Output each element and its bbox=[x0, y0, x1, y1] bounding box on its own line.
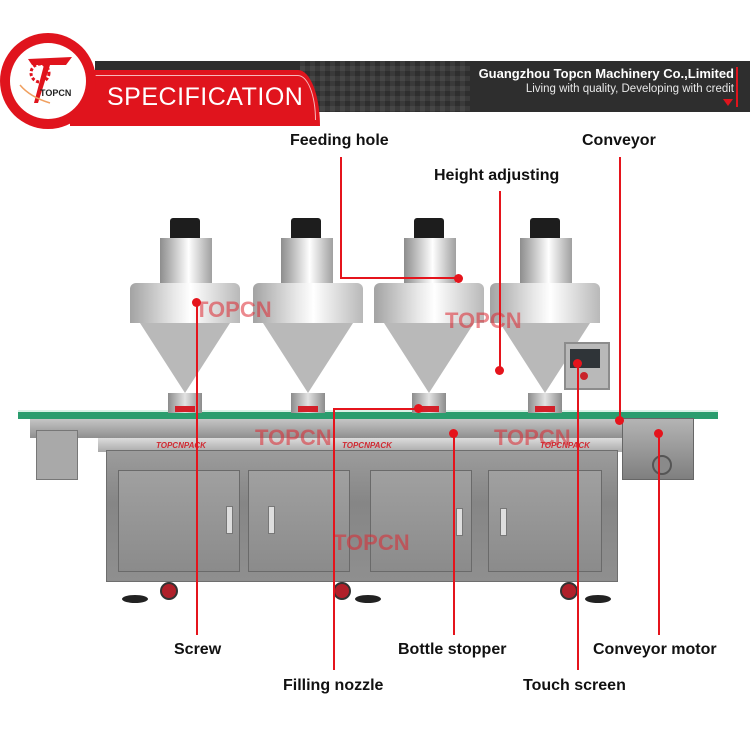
door-handle bbox=[456, 508, 463, 536]
callout-dot-conveyor-motor bbox=[654, 429, 663, 438]
callout-line-feeding-hole bbox=[340, 277, 459, 279]
cabinet-top bbox=[98, 438, 624, 452]
watermark: TOPCN bbox=[445, 308, 522, 333]
header-accent-bar bbox=[736, 67, 738, 107]
auger-housing bbox=[404, 238, 456, 283]
motor-gear bbox=[652, 455, 672, 475]
topcn-logo-icon bbox=[19, 57, 72, 104]
servo-motor bbox=[414, 218, 444, 240]
company-name: Guangzhou Topcn Machinery Co.,Limited bbox=[478, 66, 734, 81]
company-tagline: Living with quality, Developing with cre… bbox=[525, 83, 734, 95]
callout-line-height-adjusting bbox=[499, 191, 501, 367]
hopper bbox=[253, 283, 363, 323]
hopper bbox=[374, 283, 484, 323]
caster-wheel bbox=[333, 582, 351, 600]
label-conveyor: Conveyor bbox=[582, 132, 656, 149]
servo-motor bbox=[170, 218, 200, 240]
emergency-stop-button bbox=[580, 372, 588, 380]
watermark: TOPCN bbox=[195, 297, 272, 322]
servo-motor bbox=[291, 218, 321, 240]
leveling-foot bbox=[585, 595, 611, 603]
callout-dot-filling-nozzle bbox=[414, 404, 423, 413]
label-filling-nozzle: Filling nozzle bbox=[283, 677, 384, 694]
brand-tag bbox=[298, 406, 318, 412]
callout-dot-screw bbox=[192, 298, 201, 307]
brand-strip: TOPCNPACK bbox=[342, 441, 392, 450]
conveyor-end-bracket bbox=[36, 430, 78, 480]
hopper-cone bbox=[384, 323, 474, 393]
servo-motor bbox=[530, 218, 560, 240]
door-handle bbox=[226, 506, 233, 534]
door-handle bbox=[500, 508, 507, 536]
callout-dot-feeding-hole bbox=[454, 274, 463, 283]
callout-line-feeding-hole bbox=[340, 157, 342, 279]
brand-tag bbox=[535, 406, 555, 412]
label-touch-screen: Touch screen bbox=[523, 677, 626, 694]
callout-dot-bottle-stopper bbox=[449, 429, 458, 438]
callout-dot-height-adjusting bbox=[495, 366, 504, 375]
brand-strip: TOPCNPACK bbox=[156, 441, 206, 450]
triangle-down-icon bbox=[723, 99, 733, 106]
leveling-foot bbox=[122, 595, 148, 603]
hopper-cone bbox=[263, 323, 353, 393]
hopper-cone bbox=[140, 323, 230, 393]
callout-line-conveyor bbox=[619, 157, 621, 419]
callout-dot-touch-screen bbox=[573, 359, 582, 368]
label-bottle-stopper: Bottle stopper bbox=[398, 641, 507, 658]
callout-line-bottle-stopper bbox=[453, 432, 455, 635]
page-title: SPECIFICATION bbox=[107, 83, 304, 111]
caster-wheel bbox=[560, 582, 578, 600]
watermark: TOPCN bbox=[333, 530, 410, 555]
conveyor-frame bbox=[30, 418, 690, 438]
callout-line-touch-screen bbox=[577, 363, 579, 670]
caster-wheel bbox=[160, 582, 178, 600]
brand-tag bbox=[175, 406, 195, 412]
logo-text: TOPCN bbox=[40, 88, 72, 98]
callout-line-screw bbox=[196, 302, 198, 635]
callout-line-filling-nozzle bbox=[333, 408, 419, 410]
label-feeding-hole: Feeding hole bbox=[290, 132, 389, 149]
callout-line-filling-nozzle bbox=[333, 408, 335, 670]
brand-tag bbox=[419, 406, 439, 412]
watermark: TOPCN bbox=[494, 425, 571, 450]
hopper bbox=[490, 283, 600, 323]
conveyor-belt bbox=[18, 410, 718, 419]
cabinet-door bbox=[118, 470, 240, 572]
leveling-foot bbox=[355, 595, 381, 603]
header-pixel-pattern bbox=[300, 61, 470, 112]
auger-housing bbox=[281, 238, 333, 283]
watermark: TOPCN bbox=[255, 425, 332, 450]
cabinet-door bbox=[370, 470, 472, 572]
hopper bbox=[130, 283, 240, 323]
label-height-adjusting: Height adjusting bbox=[434, 167, 560, 184]
auger-housing bbox=[160, 238, 212, 283]
label-screw: Screw bbox=[174, 641, 222, 658]
brand-strip: TOPCNPACK bbox=[540, 441, 590, 450]
callout-line-conveyor-motor bbox=[658, 433, 660, 635]
label-conveyor-motor: Conveyor motor bbox=[593, 641, 717, 658]
callout-dot-conveyor bbox=[615, 416, 624, 425]
door-handle bbox=[268, 506, 275, 534]
cabinet-door bbox=[488, 470, 602, 572]
auger-housing bbox=[520, 238, 572, 283]
logo bbox=[10, 43, 86, 119]
